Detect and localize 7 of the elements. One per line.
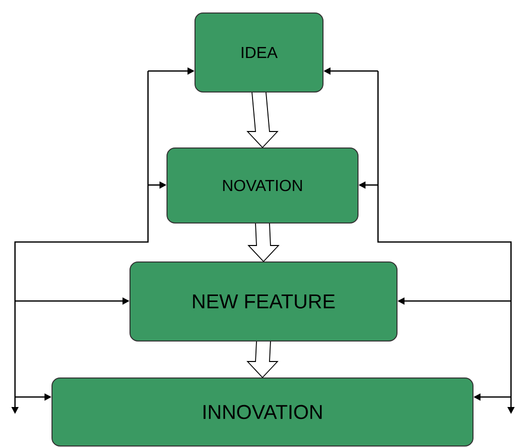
block-arrow [246, 341, 279, 378]
process-box: IDEA [194, 12, 324, 92]
block-arrow [247, 223, 280, 262]
block-arrow [246, 92, 279, 148]
process-box: NEW FEATURE [130, 262, 398, 342]
process-box: NOVATION [166, 148, 358, 224]
process-box: INNOVATION [52, 378, 474, 446]
